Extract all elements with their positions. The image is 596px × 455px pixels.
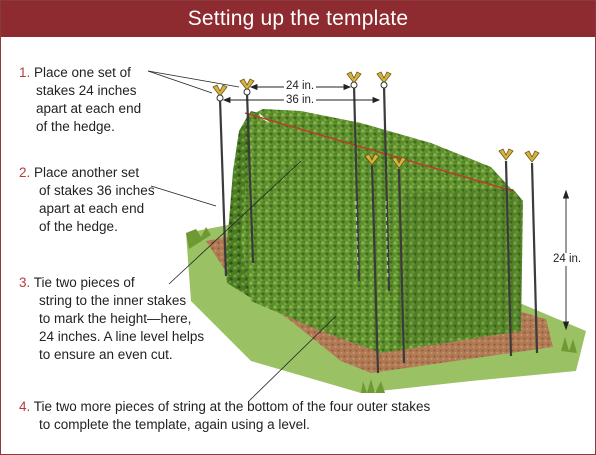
step-1: 1. Place one set of stakes 24 inches apa… — [19, 65, 142, 134]
step-1-number: 1. — [19, 65, 31, 80]
step-4: 4. Tie two more pieces of string at the … — [19, 399, 431, 432]
stake-clamps — [212, 71, 540, 169]
inner-spacing-label: 24 in. — [284, 80, 317, 93]
figure-title: Setting up the template — [187, 7, 409, 30]
outer-spacing-label: 36 in. — [284, 94, 317, 107]
step-2-number: 2. — [19, 165, 31, 180]
height-string — [244, 112, 514, 192]
step-4-number: 4. — [19, 399, 31, 414]
step-2: 2. Place another set of stakes 36 inches… — [19, 165, 155, 234]
leader-lines — [147, 70, 337, 402]
step-3: 3. Tie two pieces of string to the inner… — [19, 275, 205, 362]
header-bar: Setting up the template — [1, 1, 595, 37]
height-label: 24 in. — [551, 253, 584, 266]
stakes — [218, 84, 539, 374]
hedge-illustration — [147, 70, 586, 402]
hedge-side — [241, 113, 523, 353]
step-3-number: 3. — [19, 275, 31, 290]
